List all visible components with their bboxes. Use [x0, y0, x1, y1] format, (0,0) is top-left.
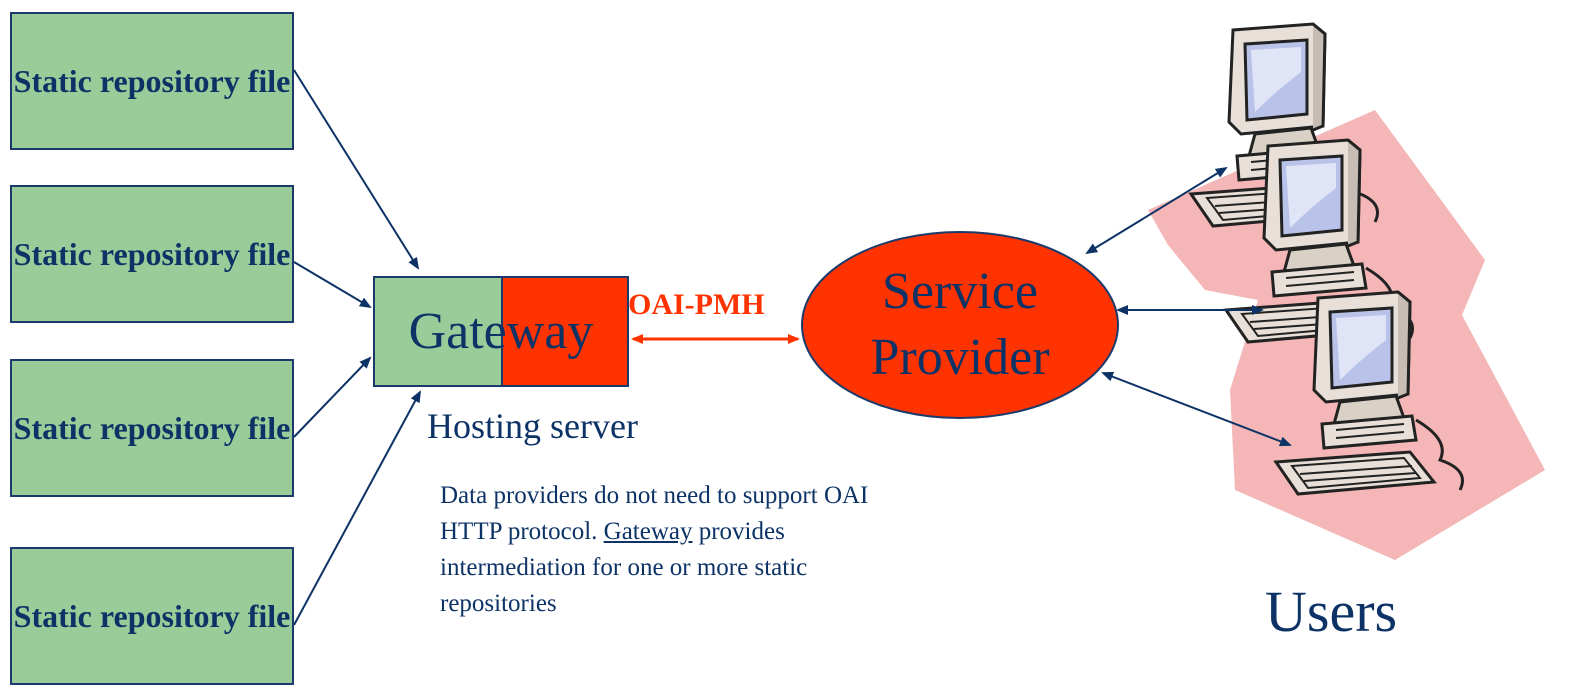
repository-label: Static repository file: [13, 410, 291, 446]
repository-box: Static repository file: [10, 12, 294, 150]
repo-arrow: [293, 356, 372, 438]
gateway-green-part: [375, 278, 501, 385]
service-provider-line1: Service: [882, 263, 1038, 320]
service-provider-label: Service Provider: [802, 232, 1118, 418]
note-gateway-word: Gateway: [603, 518, 693, 545]
repository-box: Static repository file: [10, 547, 294, 685]
repo-arrow: [293, 261, 372, 309]
users-label: Users: [1265, 579, 1398, 644]
repo-arrow: [293, 69, 420, 270]
note-text-before: Data providers do not need to support OA…: [440, 482, 869, 545]
hosting-server-label: Hosting server: [427, 406, 638, 446]
service-provider-ellipse: [801, 231, 1119, 419]
oai-pmh-label: OAI-PMH: [628, 288, 765, 321]
repository-label: Static repository file: [13, 63, 291, 99]
service-provider-line2: Provider: [870, 329, 1050, 386]
repository-label: Static repository file: [13, 598, 291, 634]
user-arrow: [1085, 166, 1228, 255]
gateway-label: Gateway: [408, 303, 594, 360]
repository-box: Static repository file: [10, 359, 294, 497]
gateway-red-part: [501, 278, 627, 385]
note-text-after: provides intermediation for one or more …: [440, 518, 808, 617]
gateway-box: Gateway: [373, 276, 629, 387]
explanatory-note: Data providers do not need to support OA…: [440, 478, 900, 622]
repo-arrow: [293, 390, 421, 626]
user-arrow: [1101, 371, 1292, 447]
repository-label: Static repository file: [13, 236, 291, 272]
repository-box: Static repository file: [10, 185, 294, 323]
